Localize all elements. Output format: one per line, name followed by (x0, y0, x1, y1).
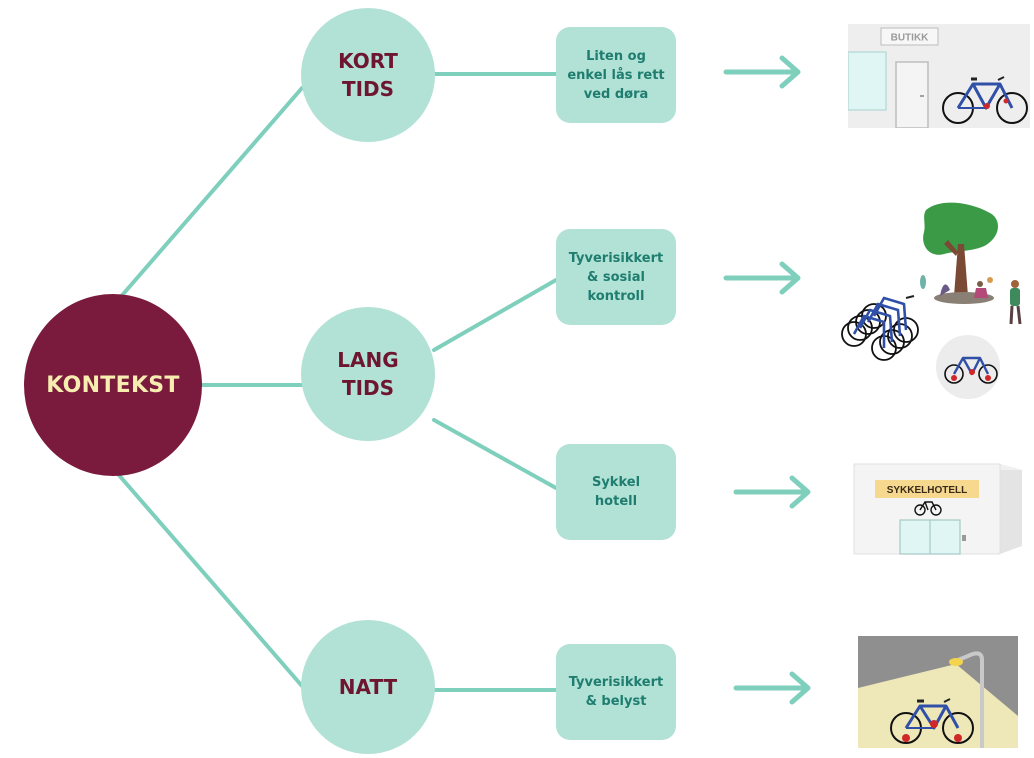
leaf-box-kort: Liten og enkel lås rett ved døra (556, 27, 676, 123)
branch-natt-line1: NATT (338, 675, 398, 699)
leaf-natt-line2: & belyst (585, 694, 647, 709)
leaf-lang-hotel-line2: hotell (594, 494, 638, 509)
leaf-kort-line3: ved døra (583, 86, 649, 102)
park-bikes-illustration (841, 202, 1022, 399)
connector-lang-social (432, 278, 558, 352)
leaf-lang-social-line1: Tyverisikkert (568, 250, 664, 266)
arrow-natt (733, 671, 811, 705)
connector-root-natt (116, 472, 304, 688)
connector-lang-hotel (432, 418, 558, 490)
shop-sign-text: BUTIKK (891, 33, 930, 44)
leaf-kort-line1: Liten og (586, 48, 646, 64)
branch-lang-line2: TIDS (341, 376, 395, 400)
root-node-kontekst: KONTEKST (24, 294, 202, 476)
branch-lang-line1: LANG (337, 348, 399, 372)
leaf-natt-line1: Tyverisikkert (568, 675, 664, 690)
connector-root-kort (116, 86, 304, 302)
leaf-box-natt: Tyverisikkert & belyst (556, 644, 676, 740)
arrow-lang-hotel (733, 475, 811, 509)
bike-hotel-illustration: SYKKELHOTELL (853, 463, 1022, 555)
root-label: KONTEKST (46, 372, 180, 398)
leaf-box-lang-hotel: Sykkel hotell (556, 444, 676, 540)
branch-node-lang-tids: LANG TIDS (301, 307, 435, 441)
leaf-lang-hotel-line1: Sykkel (591, 475, 641, 490)
branch-node-kort-tids: KORT TIDS (301, 8, 435, 142)
leaf-kort-line2: enkel lås rett (567, 67, 665, 83)
branch-kort-line1: KORT (338, 49, 398, 73)
arrow-kort (723, 55, 801, 89)
branch-node-natt: NATT (301, 620, 435, 754)
hotel-sign-text: SYKKELHOTELL (887, 485, 968, 496)
branch-kort-line2: TIDS (341, 77, 395, 101)
shop-bike-illustration: BUTIKK (848, 24, 1030, 128)
arrow-lang-social (723, 261, 801, 295)
leaf-box-lang-social: Tyverisikkert & sosial kontroll (556, 229, 676, 325)
leaf-lang-social-line2: & sosial (587, 269, 645, 285)
leaf-lang-social-line3: kontroll (587, 288, 645, 304)
lit-night-bike-illustration (858, 636, 1018, 748)
